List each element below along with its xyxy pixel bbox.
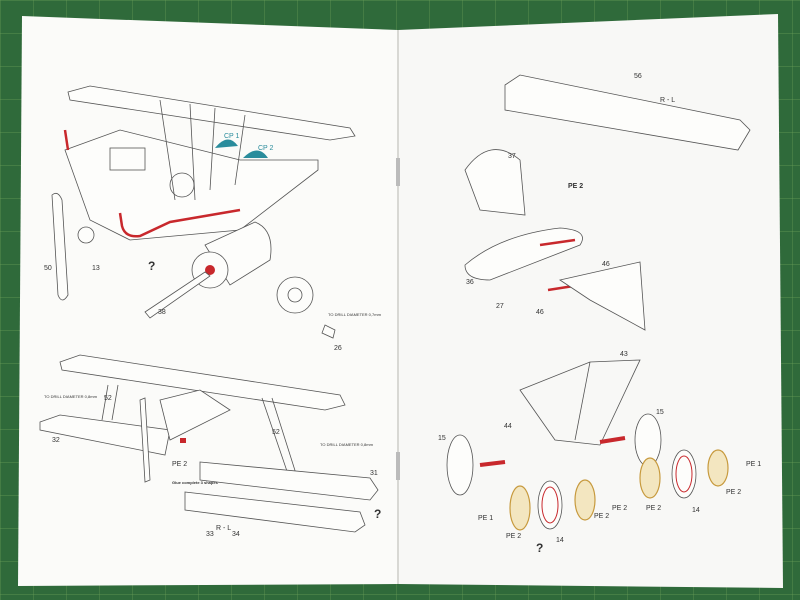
label-pe1-left: PE 1: [478, 515, 493, 522]
glue-note: Glue complete 3 shapes: [172, 480, 219, 485]
label-36: 36: [466, 279, 474, 286]
label-r-l: R - L: [216, 525, 231, 532]
propeller-50: [51, 192, 69, 301]
label-27: 27: [496, 303, 504, 310]
label-pe2-c: PE 2: [646, 505, 661, 512]
label-pe2-b: PE 2: [594, 513, 609, 520]
label-34: 34: [232, 531, 240, 538]
label-15-right: 15: [656, 409, 664, 416]
label-26: 26: [334, 345, 342, 352]
label-pe1-right: PE 1: [746, 461, 761, 468]
upper-wing-drawing: 56 R - L: [504, 73, 751, 151]
label-46a: 46: [536, 309, 544, 316]
label-cp2: CP 2: [258, 145, 274, 152]
label-56: 56: [634, 73, 642, 80]
question-mark: ?: [536, 541, 543, 555]
wing-assembly-drawing: TO DRILL DIAMETER 0,8mm 52 32 52 TO DRIL…: [39, 354, 381, 538]
label-37: 37: [508, 153, 516, 160]
label-14-left: 14: [556, 537, 564, 544]
label-38: 38: [158, 309, 166, 316]
tail-assembly-drawing: 37 PE 2 36 27 46 46: [464, 149, 646, 331]
label-r-l: R - L: [660, 97, 675, 104]
drill-note-left: TO DRILL DIAMETER 0,8mm: [44, 394, 98, 399]
label-pe2-e: PE 2: [612, 505, 627, 512]
label-44: 44: [504, 423, 512, 430]
drill-note-right: TO DRILL DIAMETER 0,8mm: [320, 442, 374, 447]
label-43: 43: [620, 351, 628, 358]
label-pe2: PE 2: [568, 183, 583, 190]
label-13: 13: [92, 265, 100, 272]
label-cp1: CP 1: [224, 133, 240, 140]
label-52-right: 52: [272, 429, 280, 436]
label-46b: 46: [602, 261, 610, 268]
label-14-right: 14: [692, 507, 700, 514]
label-31: 31: [370, 470, 378, 477]
label-15-left: 15: [438, 435, 446, 442]
label-32: 32: [52, 437, 60, 444]
fuselage-assembly-drawing: CP 1 CP 2 50 13 ?: [44, 85, 356, 301]
label-pe2-d: PE 2: [726, 489, 741, 496]
label-pe2: PE 2: [172, 461, 187, 468]
label-33: 33: [206, 531, 214, 538]
question-mark: ?: [148, 259, 155, 273]
engine-drawing: 38 TO DRILL DIAMETER 0,7mm 26: [144, 221, 382, 352]
cp2-part: [243, 150, 268, 158]
drill-note-07: TO DRILL DIAMETER 0,7mm: [328, 312, 382, 317]
question-mark: ?: [374, 507, 381, 521]
label-pe2-a: PE 2: [506, 533, 521, 540]
staple: [396, 158, 400, 186]
label-50: 50: [44, 265, 52, 272]
landing-gear-drawing: 43 15 44 15 PE 1 PE 2 14 PE 2 PE 2 14 PE…: [438, 351, 761, 555]
label-52-left: 52: [104, 395, 112, 402]
cp1-part: [215, 139, 238, 148]
staple: [396, 452, 400, 480]
